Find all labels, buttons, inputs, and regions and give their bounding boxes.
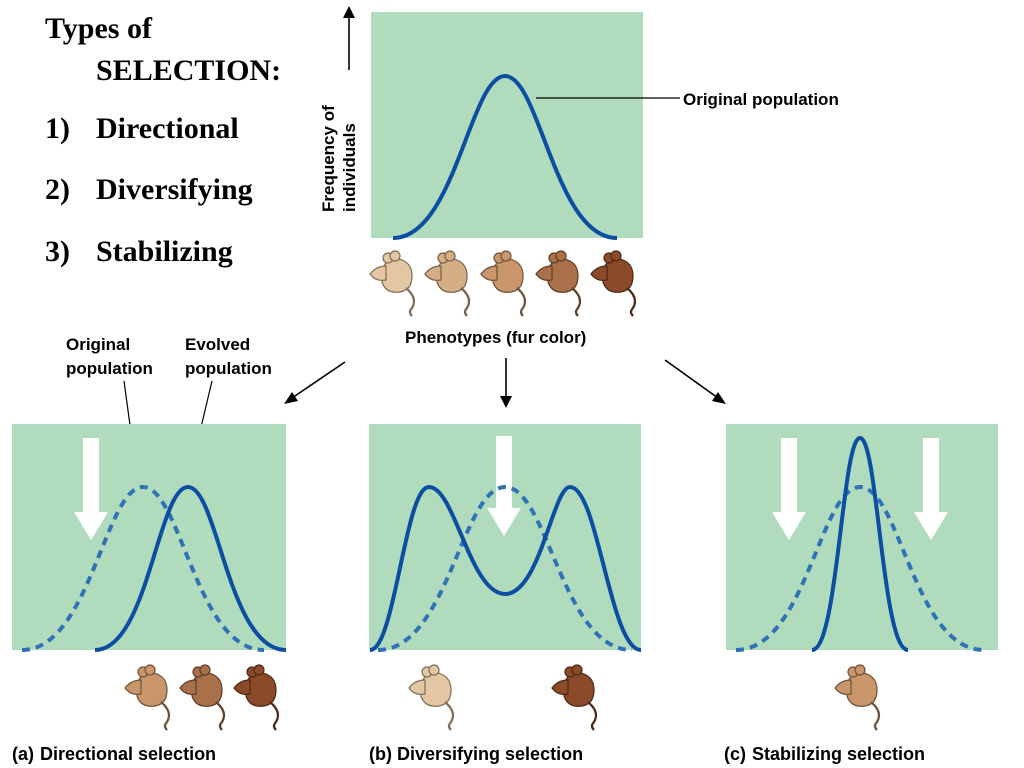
- panel-c-original-curve: [735, 484, 985, 652]
- mouse-icon: [368, 249, 416, 318]
- white-down-arrow-icon: [914, 438, 948, 540]
- arrow-to-a-head: [284, 392, 298, 404]
- top-panel-background: [371, 12, 643, 238]
- arrow-to-a: [291, 361, 346, 399]
- mouse-icon: [550, 663, 598, 732]
- panel-a-background: [12, 424, 286, 650]
- arrow-to-c: [664, 359, 719, 399]
- mouse-icon: [232, 663, 280, 732]
- panel-a-letter: (a): [12, 744, 34, 764]
- white-down-arrow-icon: [74, 438, 108, 540]
- panel-stabilizing: (c) Stabilizing selection: [724, 424, 998, 764]
- panel-a-original-curve: [21, 484, 265, 652]
- white-down-arrow-icon: [772, 438, 806, 540]
- panel-c-letter: (c): [724, 744, 746, 764]
- panel-diversifying: (b) Diversifying selection: [369, 424, 642, 764]
- mouse-icon: [423, 249, 471, 318]
- top-panel: Frequency of individuals Original popula…: [319, 6, 839, 347]
- intro-item-3-label: Stabilizing: [96, 235, 233, 268]
- panel-a-caption: Directional selection: [40, 744, 216, 764]
- mouse-icon: [123, 663, 171, 732]
- intro-item-3-num: 3): [45, 235, 70, 268]
- intro-item-1-label: Directional: [96, 112, 239, 145]
- panel-b-caption: Diversifying selection: [397, 744, 583, 764]
- legend-evolved-line1: Evolved: [185, 335, 250, 354]
- top-curve-label: Original population: [683, 90, 839, 109]
- mouse-icon: [833, 663, 881, 732]
- mouse-icon: [407, 663, 455, 732]
- panel-c-background: [726, 424, 998, 650]
- panel-b-original-curve: [377, 484, 633, 652]
- intro-item-2-label: Diversifying: [96, 173, 253, 206]
- arrow-to-b-head: [500, 396, 512, 408]
- legend-original-line2: population: [66, 359, 153, 378]
- intro-title-line1: Types of: [45, 12, 153, 45]
- y-axis-label-line1: Frequency of: [319, 105, 338, 212]
- y-axis-arrowhead: [343, 6, 355, 18]
- mouse-icon: [178, 663, 226, 732]
- legend-original-line1: Original: [66, 335, 130, 354]
- flow-arrows: [284, 358, 726, 408]
- panel-c-mice: [833, 663, 881, 732]
- legend-evolved-line2: population: [185, 359, 272, 378]
- mouse-icon: [589, 249, 637, 318]
- intro-item-1-num: 1): [45, 112, 70, 145]
- y-axis-label-line2: individuals: [340, 123, 359, 212]
- panel-directional: (a) Directional selection: [12, 424, 287, 764]
- intro-block: Types of SELECTION: 1) Directional 2) Di…: [45, 12, 281, 268]
- arrow-to-c-head: [712, 392, 726, 404]
- panel-c-evolved-curve: [811, 435, 909, 652]
- panel-a-evolved-curve: [94, 484, 287, 652]
- mouse-icon: [534, 249, 582, 318]
- top-mice-row: [368, 249, 637, 318]
- panel-a-mice: [123, 663, 280, 732]
- intro-title-line2: SELECTION:: [96, 54, 281, 87]
- panel-b-mice: [407, 663, 598, 732]
- panel-b-letter: (b): [369, 744, 392, 764]
- top-original-curve: [392, 73, 618, 240]
- mouse-icon: [479, 249, 527, 318]
- panel-c-caption: Stabilizing selection: [752, 744, 925, 764]
- x-axis-label: Phenotypes (fur color): [405, 328, 586, 347]
- intro-item-2-num: 2): [45, 173, 70, 206]
- panel-b-evolved-curve: [369, 484, 642, 652]
